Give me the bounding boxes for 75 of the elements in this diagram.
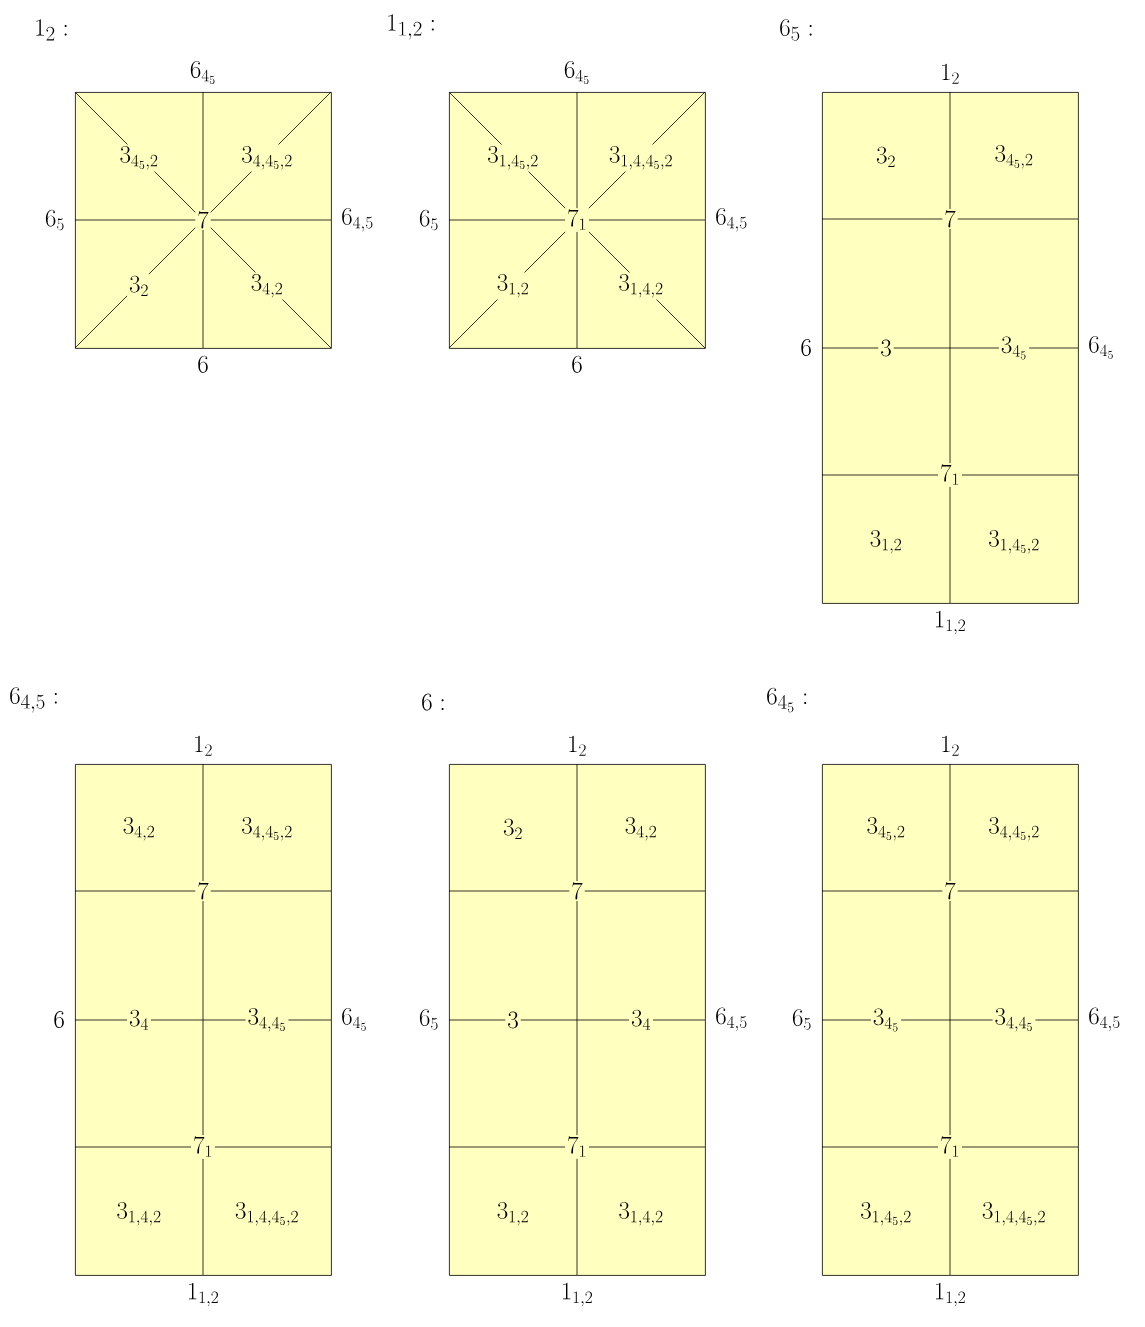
region-label: $7_1$ [191, 1135, 215, 1159]
region-label: $3_{1,4,2}$ [616, 1200, 666, 1228]
panel-heading: $1_{1,2}:$ [388, 14, 434, 40]
region-label: $3_{1,4,2}$ [114, 1200, 164, 1228]
region-label: $3_2$ [127, 274, 151, 298]
side-label: $6$ [801, 339, 811, 356]
region-label: $3$ [505, 1010, 521, 1031]
region-label: $3_4$ [127, 1008, 151, 1032]
side-label: $1_2$ [569, 735, 586, 756]
region-label: $3_{4_5,2}$ [117, 144, 161, 172]
region-label: $3_{1,4_5,2}$ [858, 1200, 914, 1228]
side-label: $6_{4,5}$ [1089, 1007, 1120, 1032]
region-label: $7$ [942, 209, 958, 230]
panel [75, 92, 332, 349]
region-label: $3_{1,4,2}$ [616, 272, 666, 300]
region-label: $7_1$ [938, 1135, 962, 1159]
side-label: $6_5$ [45, 209, 64, 231]
region-label: $3$ [878, 338, 894, 359]
region-label: $7$ [195, 881, 211, 902]
region-label: $3_{4,4_5,2}$ [239, 815, 295, 843]
side-label: $6_5$ [419, 1009, 438, 1030]
region-label: $3_{1,4,4_5,2}$ [979, 1200, 1049, 1228]
region-label: $7$ [569, 881, 585, 902]
region-label: $3_{4,2}$ [120, 815, 158, 843]
region-label: $3_2$ [501, 817, 525, 841]
side-label: $1_{1,2}$ [935, 1282, 965, 1307]
region-label: $3_{1,2}$ [867, 528, 905, 556]
region-label: $3_{4,2}$ [622, 815, 660, 843]
side-label: $6_{4,5}$ [342, 208, 373, 232]
region-label: $7_1$ [565, 1135, 589, 1159]
side-label: $6$ [198, 355, 208, 373]
region-label: $3_{4_5,2}$ [864, 815, 908, 843]
region-label: $3_{1,2}$ [494, 272, 532, 300]
region-label: $3_{1,2}$ [494, 1200, 532, 1228]
region-label: $7_1$ [565, 208, 589, 232]
panel [822, 764, 1079, 1276]
side-label: $6_{4,5}$ [716, 208, 747, 232]
side-label: $6_{4_5}$ [342, 1007, 366, 1031]
region-label: $3_{4,2}$ [248, 272, 286, 300]
side-label: $6_{4_5}$ [1089, 335, 1113, 359]
region-label: $3_{4,4_5,2}$ [986, 815, 1042, 843]
region-label: $3_{1,4,4_5,2}$ [606, 144, 676, 172]
region-label: $3_{1,4_5,2}$ [485, 144, 541, 172]
side-label: $6$ [572, 355, 582, 373]
side-label: $6$ [54, 1011, 64, 1028]
region-label: $7_1$ [938, 463, 962, 487]
side-label: $6_{4_5}$ [190, 61, 215, 85]
region-label: $3_{1,4_5,2}$ [986, 528, 1042, 556]
side-label: $6_{4,5}$ [716, 1007, 747, 1032]
region-label: $3_{4,4_5,2}$ [239, 144, 295, 172]
panel-heading: $6_{4,5}:$ [10, 687, 57, 713]
side-label: $6_5$ [792, 1009, 811, 1030]
side-label: $1_2$ [942, 63, 959, 84]
region-label: $3_4$ [629, 1008, 653, 1032]
side-label: $6_{4_5}$ [564, 61, 589, 85]
region-label: $3_{4,4_5}$ [245, 1006, 289, 1034]
panel [449, 764, 706, 1276]
panel-heading: $6:$ [422, 693, 444, 711]
side-label: $1_{1,2}$ [935, 610, 965, 635]
panel-heading: $6_5:$ [780, 19, 812, 41]
panel [822, 92, 1079, 604]
region-label: $3_2$ [874, 145, 898, 169]
side-label: $6_5$ [419, 209, 438, 231]
side-label: $1_{1,2}$ [562, 1282, 592, 1307]
side-label: $1_2$ [195, 735, 212, 756]
region-label: $3_{1,4,4_5,2}$ [232, 1200, 302, 1228]
panel-heading: $6_{4_5}:$ [767, 687, 807, 713]
panel-heading: $1_2:$ [36, 19, 67, 41]
region-label: $3_{4,4_5}$ [992, 1006, 1036, 1034]
region-label: $3_{4_5,2}$ [992, 143, 1036, 171]
region-label: $7$ [195, 210, 211, 231]
side-label: $1_2$ [942, 735, 959, 756]
region-label: $7$ [942, 881, 958, 902]
panel [75, 764, 332, 1276]
side-label: $1_{1,2}$ [188, 1282, 218, 1307]
